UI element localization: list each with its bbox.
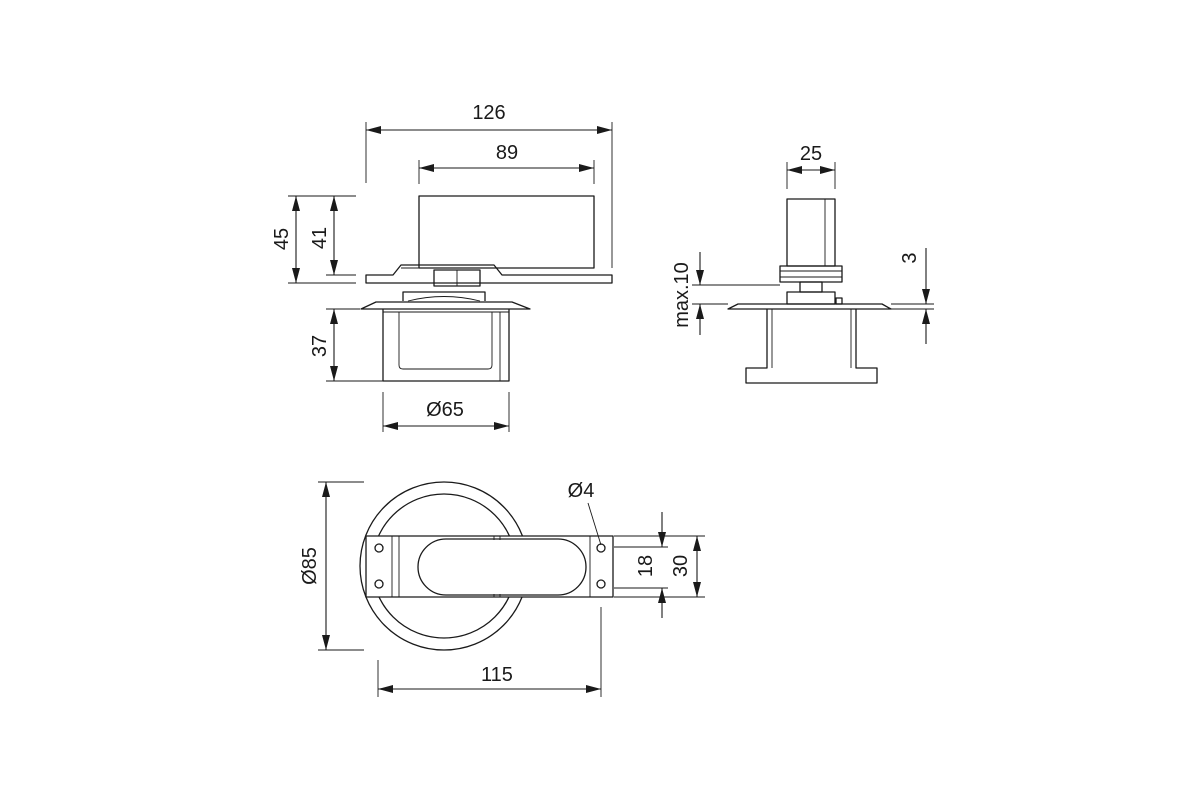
dim-85: Ø85 (299, 481, 364, 651)
dim-label-45: 45 (271, 228, 293, 250)
dim-126: 126 (365, 102, 613, 268)
spindle-base (786, 291, 836, 305)
dim-label-115: 115 (481, 664, 513, 686)
spindle-neck (799, 281, 823, 293)
dim-label-30: 30 (670, 555, 692, 577)
dim-30: 30 (614, 535, 705, 598)
side-flange (727, 303, 892, 310)
top-view (359, 481, 614, 651)
dim-label-4: Ø4 (568, 480, 595, 502)
dim-label-18: 18 (635, 555, 657, 577)
dim-label-3: 3 (899, 252, 921, 263)
upper-box (418, 195, 595, 269)
dim-18: 18 (614, 512, 668, 618)
cup-body (382, 309, 510, 382)
cup-cap (402, 291, 486, 301)
mounting-plate (365, 535, 614, 598)
spindle (786, 198, 836, 267)
screw-hole (374, 579, 384, 589)
dim-label-37: 37 (309, 335, 331, 357)
dim-37: 37 (309, 308, 383, 382)
front-view (360, 195, 613, 382)
dim-4-leader: Ø4 (568, 480, 602, 546)
dim-41: 41 (309, 196, 356, 276)
dim-label-max10: max.10 (671, 262, 693, 328)
dim-label-126: 126 (472, 102, 505, 124)
rosette-flange (360, 301, 531, 310)
dim-label-41: 41 (309, 227, 331, 249)
dim-label-25: 25 (800, 143, 822, 165)
screw-hole (596, 579, 606, 589)
dim-3: 3 (891, 248, 934, 344)
spindle-collar (779, 265, 843, 283)
dim-65: Ø65 (382, 392, 510, 432)
screw-hole (374, 543, 384, 553)
dim-115: 115 (377, 607, 602, 697)
dim-45: 45 (271, 195, 356, 284)
dim-label-65: Ø65 (426, 399, 464, 421)
side-view (727, 198, 892, 384)
handle-recess (417, 538, 587, 596)
dim-label-85: Ø85 (299, 547, 321, 585)
dim-89: 89 (418, 142, 595, 184)
dim-25: 25 (786, 143, 836, 189)
dim-label-89: 89 (496, 142, 518, 164)
dim-max10: max.10 (671, 252, 780, 335)
side-cup (745, 309, 878, 384)
upper-flange (365, 264, 613, 284)
